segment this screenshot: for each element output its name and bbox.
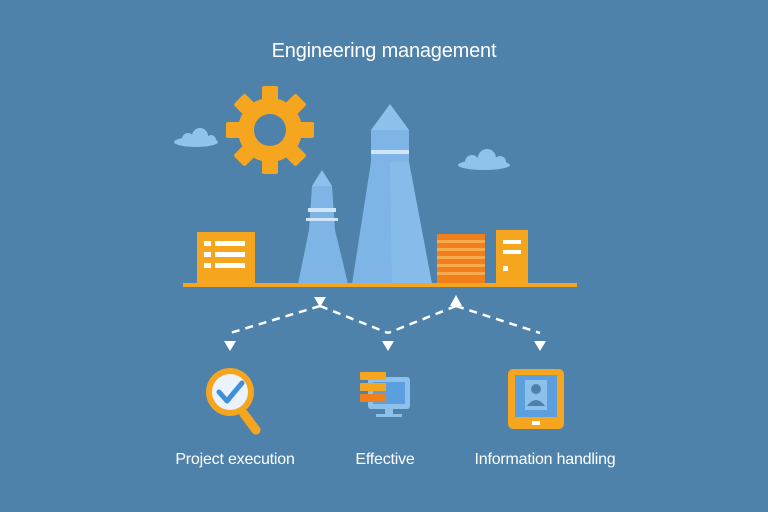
cloud-icon-left [174,128,218,147]
diagram-title: Engineering management [271,40,497,62]
label-information-handling: Information handling [474,451,616,468]
label-effective: Effective [355,451,415,468]
computer-monitor-icon [360,372,410,417]
connector-lines [229,304,541,335]
magnifier-check-icon [206,368,261,435]
arrow-heads [224,295,546,351]
tower-building-icon-tall [352,104,432,284]
office-building-icon-striped [437,234,485,284]
tablet-user-icon [508,369,564,429]
ground-line [183,283,577,287]
tower-building-icon-small [298,170,348,284]
office-building-icon-right [496,230,528,284]
cloud-icon-right [458,149,510,170]
label-project-execution: Project execution [175,451,295,468]
gear-icon [226,86,314,174]
office-building-icon-left [197,232,255,284]
